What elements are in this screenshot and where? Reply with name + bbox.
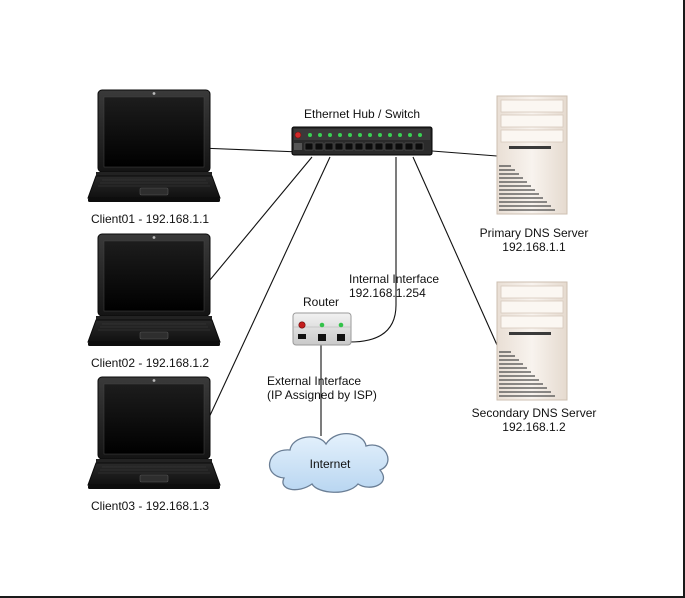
- hub-label: Ethernet Hub / Switch: [304, 107, 421, 121]
- internal-interface-label: Internal Interface: [349, 272, 440, 286]
- cable-client01-hub: [199, 147, 301, 153]
- network-cables: [199, 147, 498, 438]
- secondary-dns-name: Secondary DNS Server: [471, 406, 597, 420]
- laptop-icon-client01: [87, 89, 221, 203]
- router-icon: [292, 312, 352, 346]
- server-icon-primary-dns: [496, 95, 568, 215]
- client01-label: Client01 - 192.168.1.1: [91, 212, 210, 226]
- cable-secondary-dns-hub: [412, 156, 498, 346]
- external-interface-note: (IP Assigned by ISP): [267, 388, 377, 402]
- cable-router-hub: [349, 157, 397, 343]
- primary-dns-name: Primary DNS Server: [479, 226, 589, 240]
- primary-dns-ip: 192.168.1.1: [502, 240, 566, 254]
- internet-cloud-icon: [268, 433, 389, 493]
- cable-primary-dns-hub: [431, 150, 498, 157]
- internal-interface-ip: 192.168.1.254: [349, 286, 426, 300]
- secondary-dns-ip: 192.168.1.2: [502, 420, 566, 434]
- hub-switch-icon: [291, 126, 433, 156]
- router-label: Router: [303, 295, 340, 309]
- laptop-icon-client02: [87, 233, 221, 347]
- cable-client03-hub: [199, 156, 331, 438]
- external-interface-label: External Interface: [267, 374, 362, 388]
- internet-label: Internet: [309, 457, 351, 471]
- server-icon-secondary-dns: [496, 281, 568, 401]
- laptop-icon-client03: [87, 376, 221, 490]
- cable-client02-hub: [199, 156, 313, 293]
- client02-label: Client02 - 192.168.1.2: [91, 356, 210, 370]
- client03-label: Client03 - 192.168.1.3: [91, 499, 210, 513]
